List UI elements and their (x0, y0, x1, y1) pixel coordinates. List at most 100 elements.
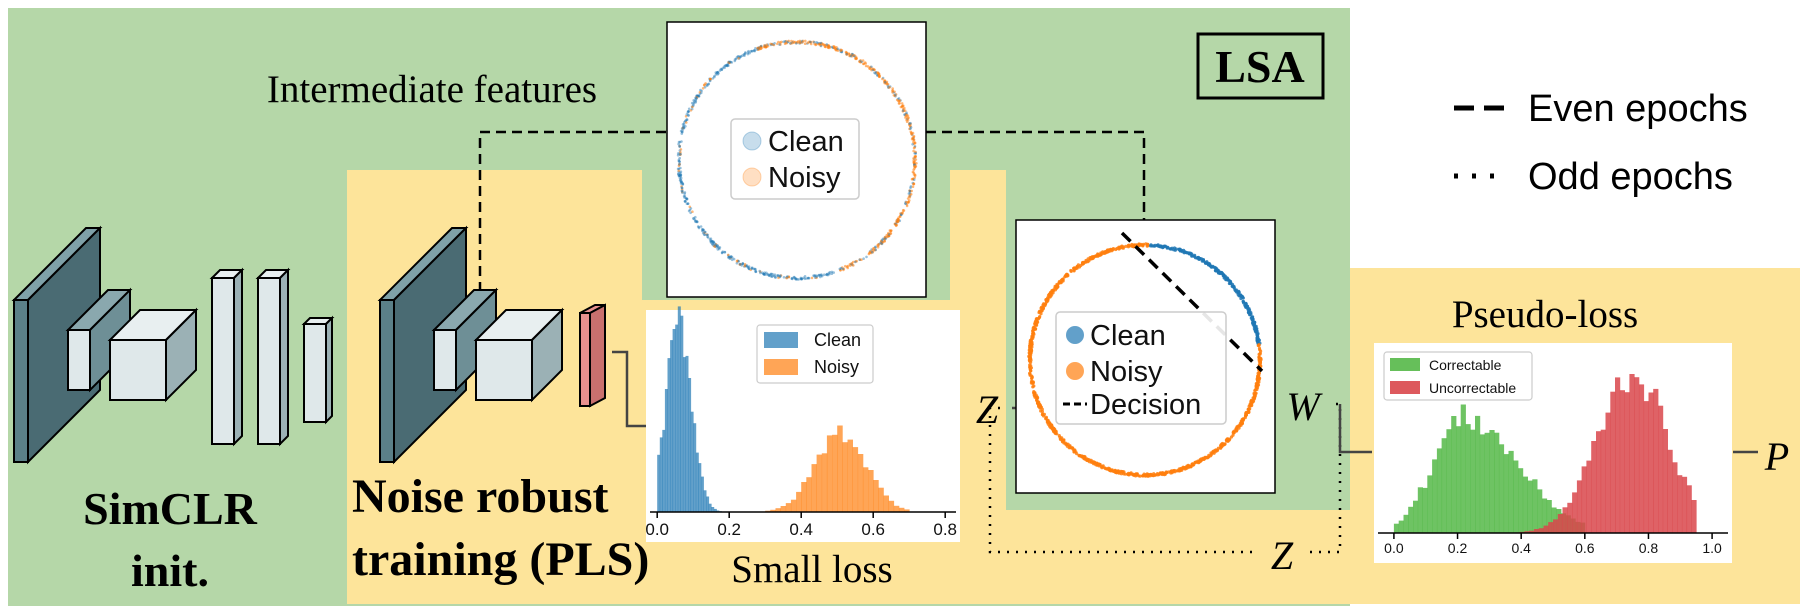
noisy-point (898, 215, 902, 218)
histogram-bar (1451, 416, 1457, 533)
clean-point (730, 258, 734, 262)
decision-plot: Clean Noisy Decision (1015, 219, 1276, 494)
histogram-bar (868, 470, 874, 512)
clean-point (799, 277, 803, 281)
noisy-point (871, 247, 875, 250)
clean-point (716, 248, 720, 251)
noisy-point (1179, 467, 1183, 471)
clean-point (1214, 268, 1218, 272)
clean-point (694, 99, 698, 103)
histogram-bar (775, 508, 781, 512)
clean-point (683, 191, 687, 194)
noisy-point (1137, 474, 1141, 478)
clean-point (679, 174, 682, 178)
clean-point (700, 91, 703, 95)
noisy-point (1173, 468, 1177, 473)
clean-point (732, 257, 736, 261)
clean-point (720, 251, 724, 254)
odd-epochs-label: Odd epochs (1528, 156, 1733, 198)
noisy-point (889, 232, 892, 235)
clean-point (678, 174, 682, 177)
clean-point (684, 197, 688, 200)
histogram-bar (1541, 498, 1548, 533)
conv-block-1 (11, 225, 103, 465)
clean-point (709, 240, 712, 243)
clean-point (678, 160, 681, 163)
clean-point (791, 277, 794, 281)
noisy-point (833, 45, 836, 48)
noisy-point (864, 64, 868, 68)
histogram-bar (1686, 485, 1692, 533)
clean-point (692, 216, 695, 220)
noisy-point (891, 87, 894, 90)
clean-point (701, 231, 705, 235)
noisy-point (844, 264, 847, 268)
clean-point (822, 273, 826, 277)
clean-point (897, 97, 901, 100)
noisy-point (855, 259, 858, 263)
noisy-point (1073, 267, 1078, 271)
noisy-point (1029, 351, 1033, 355)
noisy-point (691, 105, 694, 109)
noisy-point (1039, 309, 1043, 313)
noisy-point (1048, 295, 1052, 299)
noisy-point (1148, 473, 1152, 477)
noisy-point (1092, 255, 1096, 259)
clean-point (762, 272, 765, 276)
clean-point (830, 270, 834, 274)
noisy-point (876, 71, 880, 74)
x-tick-label: 0.4 (1511, 540, 1531, 556)
clean-point (723, 250, 727, 254)
clean-point (1251, 321, 1255, 325)
clean-point (679, 176, 683, 180)
clean-point (682, 194, 686, 198)
intermediate-features-label: Intermediate features (267, 68, 597, 111)
noisy-point (677, 169, 681, 172)
clean-point (909, 121, 912, 125)
histogram-bar (904, 509, 910, 512)
clean-point (720, 68, 724, 71)
noisy-point (783, 42, 787, 46)
clean-point (779, 274, 782, 277)
clean-point (688, 208, 692, 212)
clean-point (721, 66, 725, 70)
clean-point (687, 107, 691, 111)
histogram-bar (670, 340, 674, 512)
noisy-point (846, 266, 849, 270)
noisy-point (909, 124, 912, 128)
noisy-point (1256, 379, 1260, 383)
clean-point (813, 274, 816, 278)
clean-point (716, 71, 719, 74)
clean-point (865, 255, 868, 259)
clean-point (681, 129, 684, 132)
clean-point (697, 95, 701, 98)
noisy-point (1030, 341, 1034, 345)
clean-point (676, 153, 680, 157)
noisy-point (801, 40, 804, 44)
clean-point (815, 41, 818, 44)
noisy-point (798, 41, 802, 44)
noisy-point (1244, 413, 1248, 417)
clean-point (828, 272, 831, 276)
noisy-point (765, 43, 768, 47)
clean-point (753, 49, 756, 52)
clean-point (712, 241, 715, 244)
histogram-bar (690, 411, 694, 512)
histogram-bar (1533, 529, 1540, 533)
clean-point (1244, 302, 1248, 306)
clean-point (683, 195, 687, 198)
histogram-bar (682, 357, 686, 512)
noisy-point (776, 42, 779, 46)
clean-point (765, 273, 768, 276)
noisy-point (680, 188, 684, 191)
clean-point (716, 73, 720, 76)
histogram-bar (713, 508, 717, 512)
clean-point (825, 43, 829, 46)
clean-point (716, 244, 719, 247)
noisy-point (877, 242, 880, 246)
clean-point (686, 111, 690, 114)
clean-point (874, 248, 877, 252)
noisy-point (880, 240, 883, 243)
clean-point (712, 244, 715, 247)
noisy-point (1066, 442, 1070, 446)
